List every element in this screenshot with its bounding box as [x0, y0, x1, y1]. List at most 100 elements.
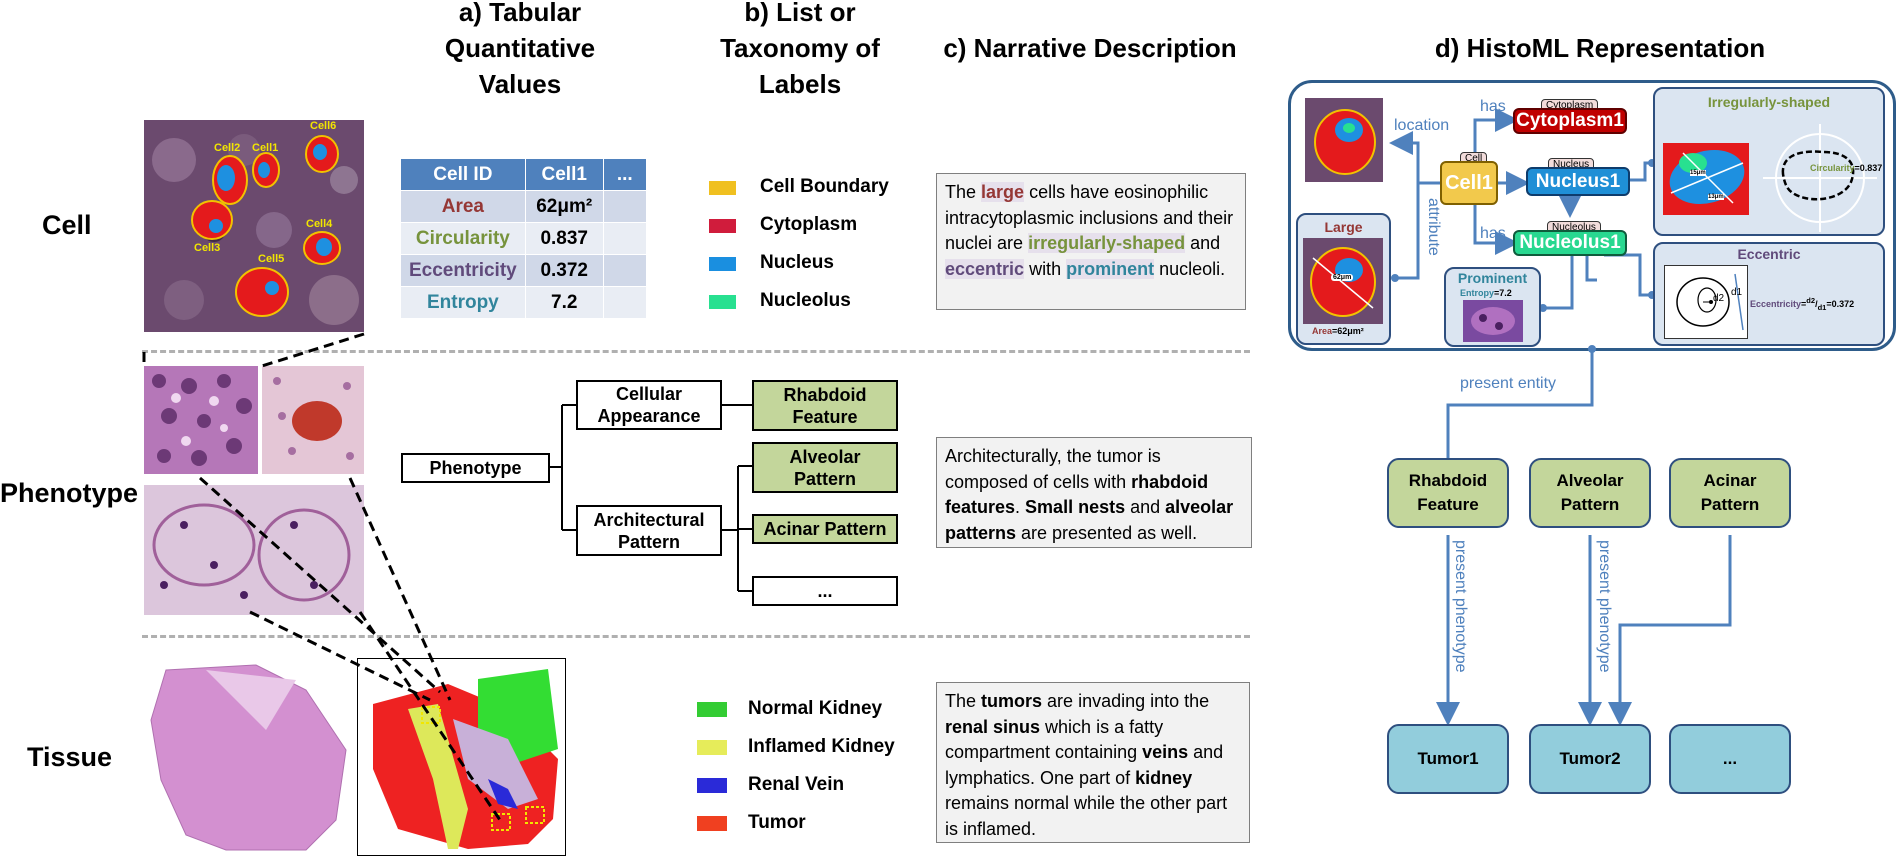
legend-swatch-cell-boundary: [709, 181, 736, 195]
eccentricity-annotation: Eccentricity=d2/d1=0.372: [1750, 296, 1855, 312]
pheno-text: Alveolar: [1556, 471, 1624, 490]
legend-label-normal-kidney: Normal Kidney: [748, 698, 883, 719]
table-empty-cell: [602, 222, 647, 255]
histoml-tumor2: Tumor2: [1529, 724, 1651, 794]
tree-node-text: Feature: [792, 406, 858, 427]
quantitative-table: Cell ID Cell1 ... Area 62μm² Circularity…: [400, 158, 647, 319]
row-label-phenotype: Phenotype: [0, 478, 139, 508]
pheno-text: Pattern: [1700, 495, 1760, 514]
tree-node-text: Appearance: [597, 406, 701, 426]
cell-microscopy-image: Cell6 Cell2 Cell1 Cell4 Cell3 Cell5: [144, 120, 364, 332]
area-label: Area: [1312, 326, 1333, 336]
entropy-label: Entropy: [1460, 288, 1495, 298]
narrative-segment: remains normal while the other part is i…: [945, 793, 1228, 839]
narrative-segment: Small nests: [1025, 497, 1126, 517]
area-value: =62μm²: [1332, 326, 1364, 336]
table-empty-cell: [602, 190, 647, 223]
narrative-segment: and: [1125, 497, 1166, 517]
narrative-segment: are invading into the: [1042, 691, 1210, 711]
edge-label-attribute: attribute: [1425, 198, 1442, 256]
node-nucleus1: Nucleus1: [1526, 167, 1630, 196]
phenotype-image-acinar: [144, 485, 364, 615]
edge-label-present-entity: present entity: [1460, 375, 1557, 392]
legend-label-cell-boundary: Cell Boundary: [760, 176, 889, 197]
table-key-entropy: Entropy: [400, 286, 526, 319]
edge-label-location: location: [1394, 117, 1450, 134]
tissue-annotated-image: [357, 658, 566, 856]
table-header-cell: Cell ID: [400, 158, 526, 191]
d1-label: d1: [1731, 287, 1743, 298]
length-label-1: 15μm: [1690, 170, 1706, 176]
narrative-segment: nucleoli.: [1154, 258, 1226, 279]
row-label-tissue: Tissue: [27, 742, 113, 772]
legend-swatch-cytoplasm: [709, 219, 736, 233]
ecc-den: d1: [1817, 302, 1827, 312]
table-row: Area 62μm²: [400, 190, 647, 223]
large-cell-image: [1303, 238, 1383, 324]
narrative-segment: .: [1015, 497, 1026, 517]
narrative-segment: kidney: [1135, 767, 1193, 788]
ecc-num: d2: [1806, 296, 1816, 305]
col-a-line1: a) Tabular: [458, 0, 582, 27]
col-b-line3: Labels: [758, 69, 842, 99]
edge-label-present-phenotype-2: present phenotype: [1596, 540, 1613, 673]
tissue-wsi-image: [146, 660, 350, 856]
eccentricity-label: Eccentricity: [1750, 299, 1802, 309]
cell-label-2: Cell2: [214, 142, 241, 154]
irregular-nucleus-image: [1663, 143, 1749, 215]
area-annotation: Area=62μm²: [1312, 326, 1364, 336]
legend-swatch-nucleolus: [709, 295, 736, 309]
panel-title-prominent: Prominent: [1457, 270, 1528, 286]
edge-label-has-nucleolus: has: [1480, 225, 1506, 242]
legend-label-renal-vein: Renal Vein: [748, 774, 845, 795]
narrative-segment: The: [945, 691, 982, 711]
narrative-segment: irregularly-shaped: [1028, 233, 1186, 253]
legend-swatch-inflamed-kidney: [697, 740, 727, 755]
narrative-phenotype: Architecturally, the tumor is composed o…: [936, 437, 1252, 548]
narrative-segment: prominent: [1066, 258, 1155, 279]
legend-swatch-tumor: [697, 816, 727, 831]
tree-node-text: Rhabdoid: [783, 384, 867, 405]
narrative-segment: cells have eosinophilic intracytoplasmic…: [945, 182, 1234, 253]
histoml-tumor-more: ...: [1669, 724, 1791, 794]
ruler-label: 62μm: [1331, 274, 1354, 281]
col-a-line2: Quantitative: [444, 33, 596, 63]
table-header-cell: ...: [602, 158, 647, 191]
cell-label-1: Cell1: [252, 142, 279, 154]
circularity-value: =0.837: [1854, 163, 1883, 173]
table-header-cell: Cell1: [524, 158, 604, 191]
tree-node-text: Cellular: [615, 384, 683, 404]
cell-label-4: Cell4: [306, 218, 333, 230]
table-key-area: Area: [400, 190, 526, 223]
phenotype-image-alveolar: [262, 366, 364, 474]
narrative-cell: The large cells have eosinophilic intrac…: [936, 173, 1246, 310]
row-label-cell: Cell: [42, 210, 92, 240]
column-b-title: b) List or Taxonomy of Labels: [700, 0, 900, 102]
table-empty-cell: [602, 286, 647, 319]
node-cytoplasm1: Cytoplasm1: [1513, 108, 1627, 134]
row-separator-1: [142, 350, 1250, 353]
cell-label-6: Cell6: [310, 120, 337, 132]
irregular-shape-diagram: [1763, 124, 1877, 232]
eccentricity-value: =0.372: [1826, 299, 1855, 309]
pheno-text: Rhabdoid: [1408, 471, 1488, 490]
phenotype-image-rhabdoid: [144, 366, 258, 474]
table-empty-cell: [602, 254, 647, 287]
tree-node-phenotype: Phenotype: [401, 453, 550, 483]
col-a-line3: Values: [478, 69, 562, 99]
legend-label-nucleolus: Nucleolus: [760, 290, 851, 311]
narrative-segment: and lymphatics. One part of: [945, 742, 1224, 788]
nucleolus-image: [1463, 300, 1523, 342]
circularity-label: Circularity: [1810, 163, 1855, 173]
pheno-text: Feature: [1417, 495, 1479, 514]
narrative-segment: with: [1024, 258, 1067, 279]
eccentric-diagram: [1664, 265, 1748, 339]
column-d-title: d) HistoML Representation: [1434, 33, 1766, 63]
pheno-text: Pattern: [1560, 495, 1620, 514]
panel-title-irregular: Irregularly-shaped: [1707, 94, 1831, 110]
